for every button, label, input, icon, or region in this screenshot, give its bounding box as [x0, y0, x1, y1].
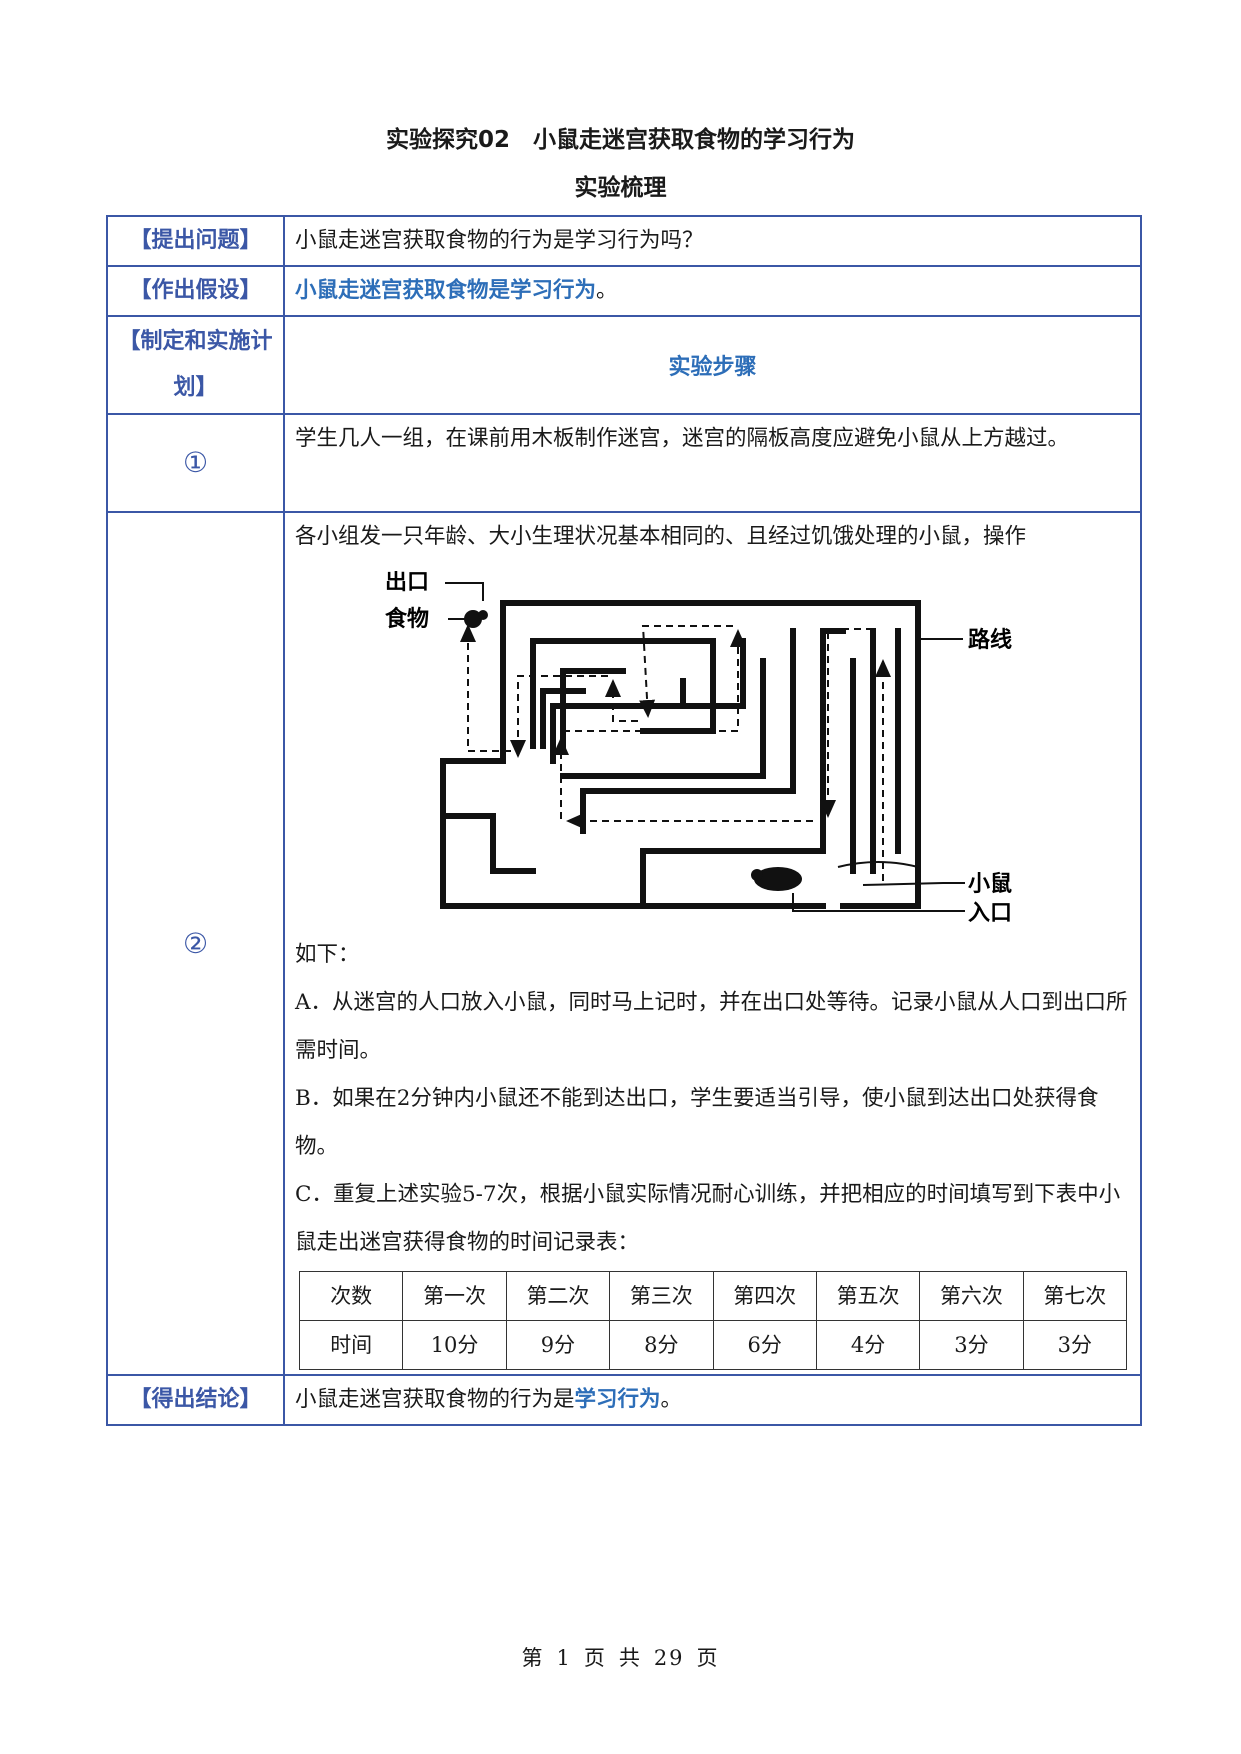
- step2-after-image: 如下：: [295, 942, 360, 967]
- conclusion-start: 小鼠走迷宫获取食物的行为是: [295, 1387, 575, 1412]
- page-subtitle: 实验梳理: [574, 175, 667, 201]
- record-header-cell: 次数: [298, 1271, 404, 1321]
- record-time-cell: 3分: [919, 1320, 1024, 1370]
- question-text: 小鼠走迷宫获取食物的行为是学习行为吗？: [283, 215, 1142, 267]
- record-header-cell: 第二次: [505, 1271, 611, 1321]
- record-time-cell: 10分: [402, 1320, 507, 1370]
- maze-diagram: 出口 食物 路线 小鼠 入口: [385, 571, 1012, 926]
- footer-page-label: 第: [521, 1646, 545, 1670]
- row-step2: ② 各小组发一只年龄、大小生理状况基本相同的、且经过饥饿处理的小鼠，操作: [106, 511, 1142, 1376]
- label-conclusion: 【得出结论】: [106, 1374, 285, 1426]
- label-mouse: 小鼠: [968, 872, 1012, 897]
- record-header-cell: 第七次: [1022, 1271, 1128, 1321]
- label-hypothesis: 【作出假设】: [106, 265, 285, 317]
- record-header-cell: 第三次: [609, 1271, 714, 1321]
- step2-content: 各小组发一只年龄、大小生理状况基本相同的、且经过饥饿处理的小鼠，操作: [283, 511, 1142, 1376]
- conclusion-end: 。: [660, 1387, 683, 1412]
- record-time-cell: 6分: [712, 1320, 817, 1370]
- step1-text: 学生几人一组，在课前用木板制作迷宫，迷宫的隔板高度应避免小鼠从上方越过。: [283, 413, 1142, 513]
- label-question: 【提出问题】: [106, 215, 285, 267]
- row-question: 【提出问题】 小鼠走迷宫获取食物的行为是学习行为吗？: [106, 215, 1142, 267]
- maze-callouts: [445, 582, 965, 912]
- row-conclusion: 【得出结论】 小鼠走迷宫获取食物的行为是学习行为。: [106, 1374, 1142, 1426]
- time-record-table: 次数 第一次 第二次 第三次 第四次 第五次 第六次 第七次 时间 10分 9分…: [298, 1271, 1128, 1370]
- row-plan: 【制定和实施计划】 实验步骤: [106, 315, 1142, 415]
- record-header-cell: 第四次: [712, 1271, 817, 1321]
- hypothesis-cell: 小鼠走迷宫获取食物是学习行为。: [283, 265, 1142, 317]
- footer-total-unit: 页: [696, 1646, 720, 1670]
- conclusion-answer: 学习行为: [574, 1387, 661, 1412]
- step2-b: B．如果在2分钟内小鼠还不能到达出口，学生要适当引导，使小鼠到达出口处获得食物。: [295, 1086, 1099, 1159]
- experiment-table: 【提出问题】 小鼠走迷宫获取食物的行为是学习行为吗？ 【作出假设】 小鼠走迷宫获…: [106, 215, 1142, 1426]
- step2-number: ②: [106, 511, 285, 1376]
- record-header-cell: 第五次: [815, 1271, 921, 1321]
- hypothesis-text: 小鼠走迷宫获取食物是学习行为: [295, 278, 597, 303]
- label-food: 食物: [385, 606, 429, 632]
- step2-a: A．从迷宫的人口放入小鼠，同时马上记时，并在出口处等待。记录小鼠从人口到出口所需…: [295, 990, 1128, 1063]
- record-header-cell: 第六次: [919, 1271, 1024, 1321]
- maze-route: [460, 624, 891, 881]
- mouse-icon: [751, 867, 802, 891]
- record-time-row: 时间 10分 9分 8分 6分 4分 3分 3分: [298, 1320, 1128, 1370]
- page-title: 实验探究02 小鼠走迷宫获取食物的学习行为: [385, 127, 855, 153]
- record-time-cell: 时间: [298, 1320, 404, 1370]
- record-time-cell: 8分: [609, 1320, 714, 1370]
- record-time-cell: 9分: [505, 1320, 611, 1370]
- footer-total-pages: 29: [653, 1646, 685, 1670]
- label-route: 路线: [968, 627, 1012, 653]
- record-header-row: 次数 第一次 第二次 第三次 第四次 第五次 第六次 第七次: [298, 1271, 1128, 1321]
- step2-intro: 各小组发一只年龄、大小生理状况基本相同的、且经过饥饿处理的小鼠，操作: [295, 524, 1027, 549]
- step2-c: C．重复上述实验5-7次，根据小鼠实际情况耐心训练，并把相应的时间填写到下表中小…: [295, 1182, 1121, 1255]
- footer-page-unit: 页: [583, 1646, 607, 1670]
- steps-header: 实验步骤: [283, 315, 1142, 415]
- row-step1: ① 学生几人一组，在课前用木板制作迷宫，迷宫的隔板高度应避免小鼠从上方越过。: [106, 413, 1142, 513]
- label-exit: 出口: [385, 571, 429, 595]
- record-time-cell: 3分: [1022, 1320, 1128, 1370]
- label-plan: 【制定和实施计划】: [106, 315, 285, 415]
- footer-total-label: 共: [618, 1646, 642, 1670]
- footer-page-number: 1: [556, 1646, 572, 1670]
- step1-number: ①: [106, 413, 285, 513]
- food-icon: [464, 610, 488, 628]
- record-time-cell: 4分: [815, 1320, 921, 1370]
- row-hypothesis: 【作出假设】 小鼠走迷宫获取食物是学习行为。: [106, 265, 1142, 317]
- maze-walls: [440, 600, 921, 909]
- conclusion-cell: 小鼠走迷宫获取食物的行为是学习行为。: [283, 1374, 1142, 1426]
- label-entrance: 入口: [968, 901, 1012, 926]
- hypothesis-end: 。: [596, 278, 618, 303]
- record-header-cell: 第一次: [402, 1271, 507, 1321]
